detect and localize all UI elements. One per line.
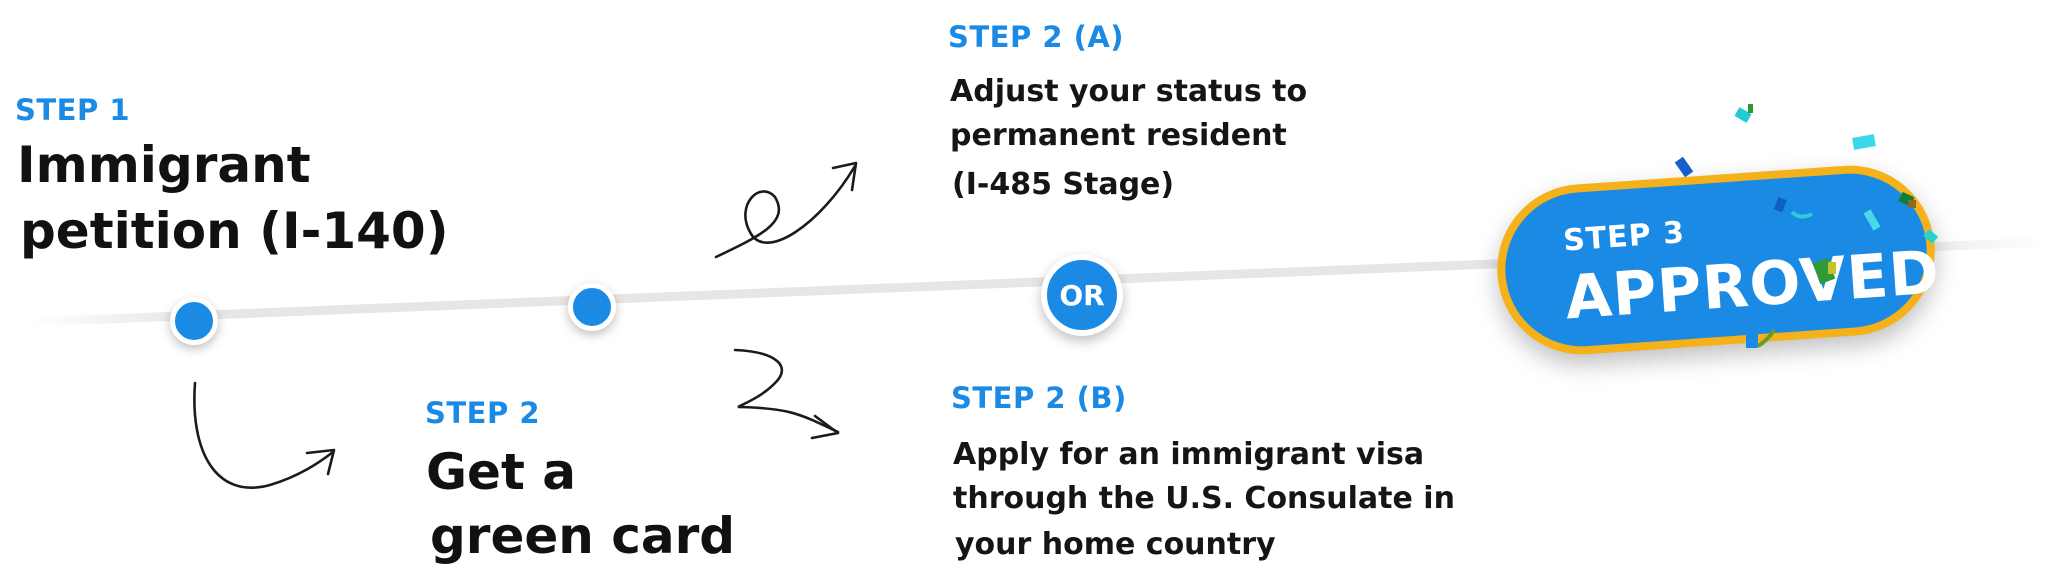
step1-title-line2: petition (I-140) (20, 202, 449, 260)
arrow-to-step2b-head (810, 414, 840, 440)
step1-label: STEP 1 (15, 93, 131, 127)
step2b-line3: your home country (955, 527, 1276, 562)
step2b-line1: Apply for an immigrant visa (953, 437, 1425, 472)
step2a-label: STEP 2 (A) (948, 20, 1125, 54)
step2a-line3: (I-485 Stage) (952, 167, 1175, 202)
or-circle: OR (1041, 254, 1123, 336)
step1-title-line1: Immigrant (17, 136, 311, 194)
step2b-line2: through the U.S. Consulate in (953, 481, 1455, 516)
step2-title-line1: Get a (426, 443, 576, 501)
arrow-to-step2a-head (831, 161, 858, 192)
step3-label: STEP 3 (1562, 215, 1687, 259)
step2-title-line2: green card (430, 507, 736, 565)
step2a-line1: Adjust your status to (950, 74, 1308, 109)
approved-pill: STEP 3 APPROVED (1491, 159, 1942, 361)
arrow-to-step2a (714, 164, 857, 259)
arrow-to-step2b (733, 348, 840, 434)
step2-label: STEP 2 (425, 396, 541, 430)
step2b-label: STEP 2 (B) (951, 381, 1127, 415)
or-label: OR (1059, 278, 1105, 312)
arrow-step1-to-step2-head (305, 448, 336, 476)
timeline-dot-step2 (568, 283, 616, 331)
step2a-line2: permanent resident (950, 118, 1287, 153)
timeline-dot-step1 (170, 297, 218, 345)
arrow-step1-to-step2 (193, 381, 335, 489)
